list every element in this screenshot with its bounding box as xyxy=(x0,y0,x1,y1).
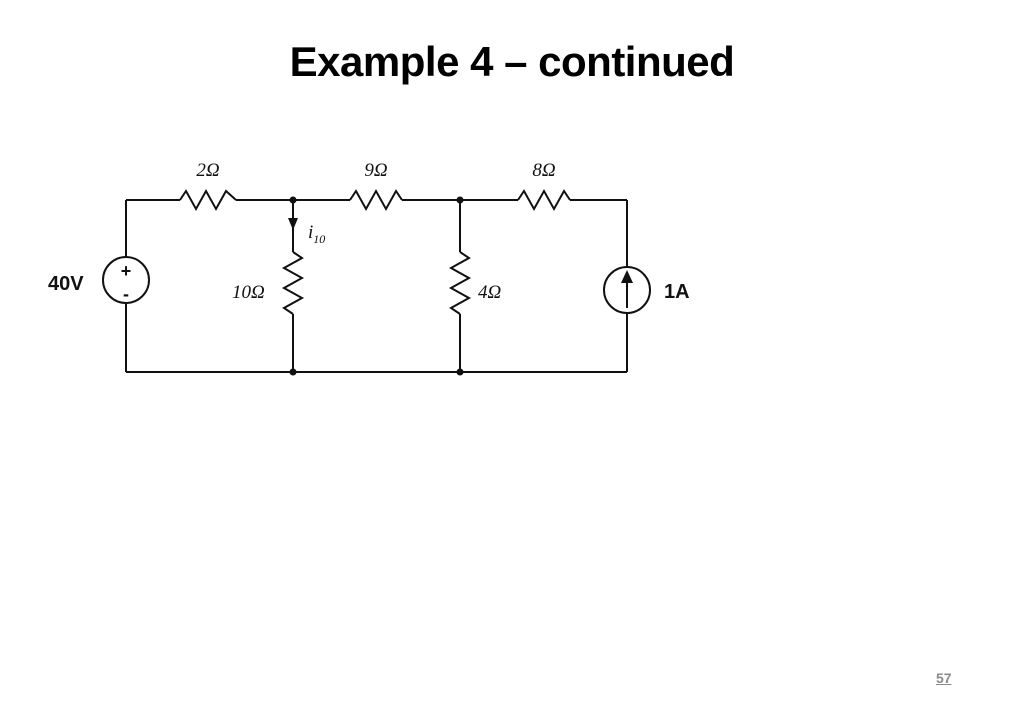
voltage-plus-sign: + xyxy=(121,261,132,281)
resistor-9ohm-label: 9Ω xyxy=(364,160,388,181)
resistor-8ohm-label: 8Ω xyxy=(532,160,556,181)
current-i10-label: i10 xyxy=(308,222,325,246)
node-top-left xyxy=(289,196,297,204)
resistor-10ohm-label: 10Ω xyxy=(232,282,265,303)
page-number: 57 xyxy=(936,670,952,686)
circuit-diagram: + - 40V 1A 2Ω 9Ω 8Ω 10Ω 4Ω i10 xyxy=(48,160,690,376)
resistor-2ohm-label: 2Ω xyxy=(196,160,220,181)
current-i10-symbol: i xyxy=(308,222,313,243)
resistor-10ohm-zigzag xyxy=(281,251,305,315)
node-top-right xyxy=(456,196,464,204)
current-source-arrow-head xyxy=(621,270,633,283)
node-bottom-left xyxy=(289,368,297,376)
voltage-source-label: 40V xyxy=(48,273,84,295)
voltage-minus-sign: - xyxy=(123,284,129,304)
current-i10-arrow xyxy=(288,218,298,230)
current-source-label: 1A xyxy=(664,281,690,303)
current-i10-subscript: 10 xyxy=(313,232,325,246)
node-bottom-right xyxy=(456,368,464,376)
resistor-4ohm-label: 4Ω xyxy=(478,282,502,303)
resistor-4ohm-zigzag xyxy=(448,251,472,315)
resistor-2ohm-zigzag xyxy=(179,188,237,212)
resistor-9ohm-zigzag xyxy=(349,188,403,212)
resistor-8ohm-zigzag xyxy=(517,188,571,212)
slide-title: Example 4 – continued xyxy=(289,38,735,85)
